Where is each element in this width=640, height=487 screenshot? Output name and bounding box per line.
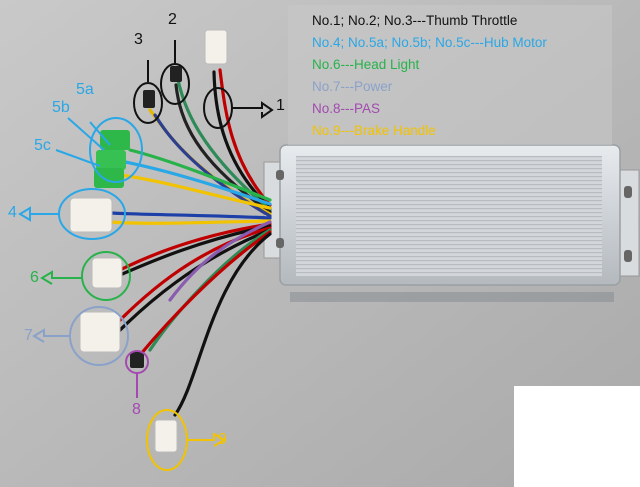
- callout-2: 2: [168, 11, 177, 28]
- legend-brake-handle: No.9---Brake Handle: [312, 123, 436, 138]
- legend-pas: No.8---PAS: [312, 101, 381, 116]
- callout-7: 7: [24, 327, 33, 344]
- callout-9: 9: [218, 431, 227, 448]
- connectors: [69, 29, 228, 453]
- legend-power: No.7---Power: [312, 79, 393, 94]
- callout-8: 8: [132, 401, 141, 418]
- callout-5a: 5a: [76, 81, 94, 98]
- callout-4: 4: [8, 204, 17, 221]
- callout-1: 1: [276, 97, 285, 114]
- controller-housing: [263, 144, 640, 302]
- wire-bundle: [108, 68, 272, 417]
- annotation-marks: [18, 40, 274, 471]
- callout-3: 3: [134, 31, 143, 48]
- callout-5c: 5c: [34, 137, 51, 154]
- legend-hub-motor: No.4; No.5a; No.5b; No.5c---Hub Motor: [312, 35, 547, 50]
- legend-throttle: No.1; No.2; No.3---Thumb Throttle: [312, 13, 518, 28]
- callout-5b: 5b: [52, 99, 70, 116]
- legend-head-light: No.6---Head Light: [312, 57, 420, 72]
- blank-corner: [514, 386, 640, 487]
- callout-6: 6: [30, 269, 39, 286]
- legend-panel: No.1; No.2; No.3---Thumb Throttle No.4; …: [288, 5, 612, 145]
